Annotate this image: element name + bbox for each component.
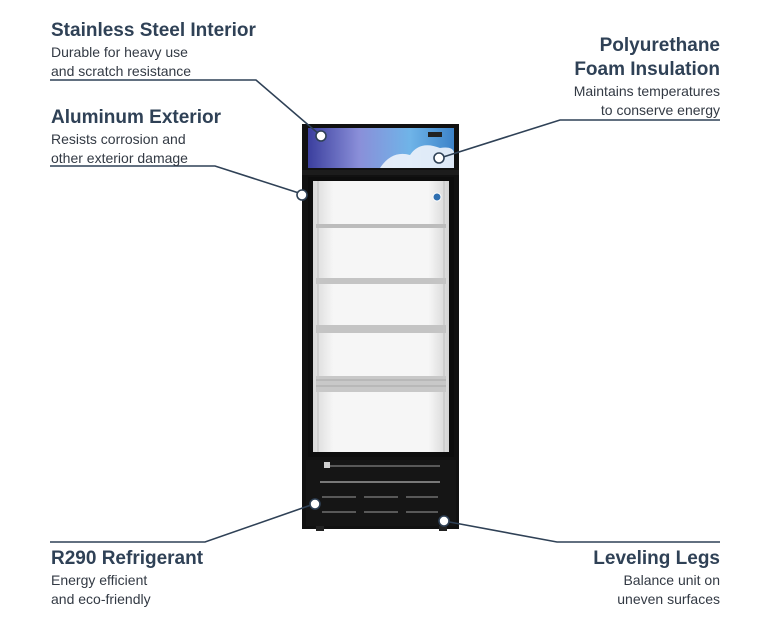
shelf-3 — [316, 325, 446, 333]
callout-line: Maintains temperatures — [573, 83, 720, 99]
shelf-1 — [316, 224, 446, 228]
leg-left — [316, 526, 324, 531]
shelf-4 — [316, 376, 446, 392]
callout-title: Stainless Steel Interior — [51, 20, 256, 41]
callout-line: and eco-friendly — [51, 591, 151, 607]
dot-stainless — [315, 130, 327, 142]
leader-stainless — [50, 79, 321, 136]
leader-aluminum — [50, 165, 303, 195]
callout-line: Energy efficient — [51, 572, 148, 588]
base-grille — [306, 460, 456, 526]
callout-line: Durable for heavy use — [51, 44, 188, 60]
callout-r290-refrigerant: R290 Refrigerant Energy efficient and ec… — [51, 547, 203, 609]
callout-stainless-steel-interior: Stainless Steel Interior Durable for hea… — [51, 19, 256, 81]
callout-line: to conserve energy — [600, 102, 720, 118]
shelf-2 — [316, 278, 446, 284]
leader-foam — [439, 119, 720, 159]
callout-polyurethane-foam: Polyurethane Foam Insulation Maintains t… — [574, 34, 720, 120]
callout-line: uneven surfaces — [617, 591, 720, 607]
leg-right — [439, 526, 447, 531]
callout-title: Foam Insulation — [574, 59, 720, 80]
dot-aluminum — [296, 189, 308, 201]
leader-refrigerant — [50, 503, 315, 543]
dot-foam — [433, 152, 445, 164]
brand-badge — [432, 192, 442, 202]
header-display — [428, 132, 442, 137]
callout-line: and scratch resistance — [51, 63, 192, 79]
callout-aluminum-exterior: Aluminum Exterior Resists corrosion and … — [51, 106, 221, 168]
callout-title: Aluminum Exterior — [51, 107, 221, 128]
callout-title: R290 Refrigerant — [51, 548, 204, 569]
shelves — [316, 224, 446, 392]
dot-legs — [438, 515, 450, 527]
leader-legs — [443, 520, 720, 543]
interior — [313, 181, 449, 452]
header-divider — [302, 170, 459, 175]
callout-line: Resists corrosion and — [51, 131, 186, 147]
lock — [324, 462, 330, 468]
callout-leveling-legs: Leveling Legs Balance unit on uneven sur… — [593, 547, 720, 609]
callout-line: other exterior damage — [51, 150, 188, 166]
callout-title: Leveling Legs — [593, 548, 720, 569]
callout-line: Balance unit on — [623, 572, 720, 588]
callout-title: Polyurethane — [599, 35, 720, 56]
dot-refrigerant — [309, 498, 321, 510]
